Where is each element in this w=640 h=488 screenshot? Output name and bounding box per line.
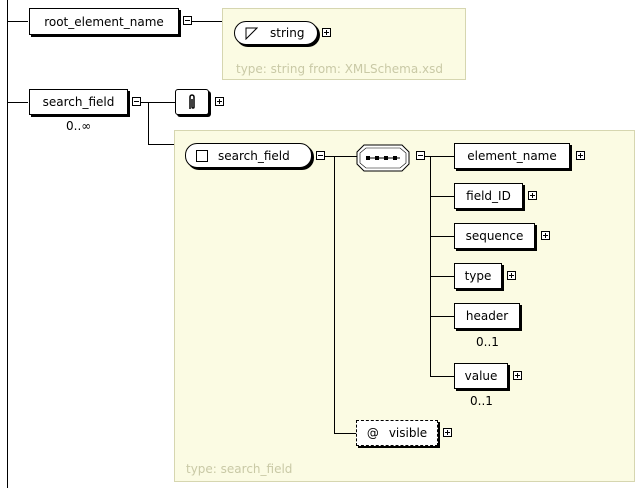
type-element-node[interactable]: type [454,263,502,289]
connector-type-attribute-vertical [334,156,335,433]
complex-type-collapse-toggle[interactable] [316,151,325,160]
value-element-node[interactable]: value [454,363,508,389]
search-field-label: search_field [42,95,115,109]
connector-search-field [7,102,28,103]
connector-root-type [192,21,222,22]
complex-type-icon [196,149,208,162]
root-element-label: root_element_name [44,14,164,29]
connector-seq-sequence [430,236,454,237]
connector-seq-field-id [430,196,454,197]
search-field-cardinality: 0..∞ [66,119,92,133]
visible-attribute-node[interactable]: @ visible [356,420,438,446]
complex-type-label: search_field [218,148,290,163]
root-element-collapse-toggle[interactable] [183,16,192,25]
field-id-node[interactable]: field_ID [454,183,523,209]
spine-line [7,0,8,488]
sequence-element-label: sequence [465,229,524,243]
element-name-node[interactable]: element_name [454,143,570,169]
complex-type-node[interactable]: search_field [185,143,312,168]
compositor-node[interactable] [175,89,209,115]
visible-attribute-expand-toggle[interactable] [443,428,452,437]
header-cardinality: 0..1 [476,335,499,349]
connector-root [7,21,28,22]
visible-attribute-label: visible [388,426,428,440]
value-element-expand-toggle[interactable] [513,371,522,380]
attribute-at-icon: @ [366,426,379,440]
simple-type-caption: type: string from: XMLSchema.xsd [236,62,443,76]
header-element-node[interactable]: header [454,303,520,329]
string-type-label: string [270,26,305,40]
element-name-expand-toggle[interactable] [576,151,585,160]
simple-type-icon [245,27,258,40]
sequence-collapse-toggle[interactable] [416,151,425,160]
header-element-label: header [465,309,509,323]
root-element-node[interactable]: root_element_name [29,8,179,35]
value-element-label: value [464,369,498,383]
connector-type-sequence [325,156,358,157]
search-field-node[interactable]: search_field [29,89,128,115]
element-name-label: element_name [467,149,557,163]
sequence-element-expand-toggle[interactable] [541,231,550,240]
sequence-compositor-icon[interactable] [356,144,412,172]
connector-search-compositor [141,102,175,103]
connector-seq-type [430,276,454,277]
type-element-label: type [464,269,492,283]
connector-search-type-vertical [148,102,149,144]
connector-search-type-horizontal [148,144,174,145]
clip-icon [189,94,195,109]
type-element-expand-toggle[interactable] [507,271,516,280]
value-cardinality: 0..1 [470,394,493,408]
sequence-element-node[interactable]: sequence [454,223,535,249]
connector-seq-element-name [425,156,454,157]
connector-type-attribute-horizontal [334,433,356,434]
complex-type-caption: type: search_field [186,462,293,476]
compositor-expand-toggle[interactable] [215,97,224,106]
field-id-label: field_ID [466,189,511,203]
connector-seq-vertical [430,156,431,376]
connector-seq-header [430,316,454,317]
connector-seq-value [430,376,454,377]
string-type-node[interactable]: string [234,21,318,45]
string-type-expand-toggle[interactable] [322,28,331,37]
field-id-expand-toggle[interactable] [528,191,537,200]
search-field-collapse-toggle[interactable] [132,97,141,106]
